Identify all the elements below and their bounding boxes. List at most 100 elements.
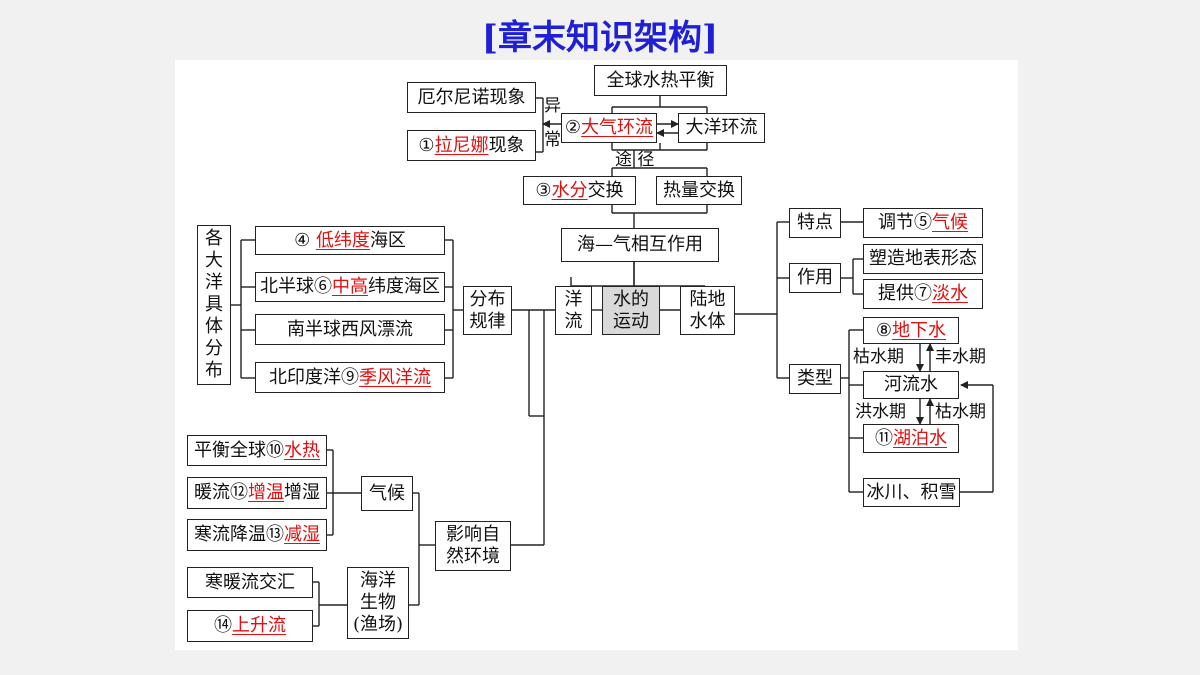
ocean-circulation-box: 大洋环流 (678, 113, 765, 143)
t1-num: ⑧ (875, 319, 893, 341)
motion-line-1: 水的 (613, 288, 649, 310)
c3-answer: 减湿 (284, 524, 320, 545)
glacier-text: 冰川、积雪 (866, 481, 957, 503)
side-char: 大 (205, 250, 223, 271)
dist-item-westerly-drift: 南半球西风漂流 (255, 314, 445, 345)
distribution-side-box: 各 大 洋 具 体 分 布 (197, 225, 231, 385)
func2-prefix: 提供⑦ (878, 283, 932, 304)
bio-line-1: 海洋 (360, 570, 396, 591)
env-line-2: 然环境 (446, 546, 500, 567)
item4-prefix: 北印度洋⑨ (269, 366, 359, 388)
land-line-2: 水体 (689, 310, 726, 332)
c1-prefix: 平衡全球⑩ (194, 439, 284, 461)
side-char: 体 (205, 316, 223, 337)
heat-balance-text: 全球水热平衡 (606, 69, 715, 91)
glacier-box: 冰川、积雪 (863, 478, 960, 507)
marine-bio-box: 海洋 生物 (渔场) (347, 567, 409, 639)
la-nina-num: ① (418, 134, 435, 156)
sea-air-interaction-text: 海—气相互作用 (577, 234, 703, 255)
atmos-num: ② (564, 117, 582, 138)
el-nino-box: 厄尔尼诺现象 (407, 82, 536, 113)
side-char: 各 (205, 228, 223, 249)
bio-effect-1: 寒暖流交汇 (187, 567, 313, 598)
c1-answer: 水热 (284, 439, 320, 461)
heat-exchange-box: 热量交换 (656, 176, 742, 205)
t3-answer: 湖泊水 (893, 427, 947, 449)
t1-answer: 地下水 (892, 319, 947, 341)
water-motion-box: 水的 运动 (602, 286, 660, 335)
dist-item-low-latitude: ④ 低纬度海区 (255, 226, 445, 255)
bio-line-2: 生物 (360, 592, 396, 613)
climate-text: 气候 (369, 482, 405, 504)
feature-answer: 气候 (932, 212, 968, 233)
rule-line-2: 规律 (469, 310, 506, 332)
c2-prefix: 暖流⑫ (194, 482, 248, 503)
flood-season-label-2: 洪水期 (855, 402, 906, 422)
connector-lines (231, 96, 994, 627)
item4-answer: 季风洋流 (359, 366, 431, 388)
water-answer: 水分 (551, 179, 588, 201)
c2-answer: 增温 (248, 482, 284, 503)
item2-suffix: 纬度海区 (368, 276, 440, 297)
motion-line-2: 运动 (613, 310, 649, 332)
sea-air-interaction-box: 海—气相互作用 (561, 228, 719, 262)
distribution-rule-box: 分布 规律 (463, 286, 512, 335)
environment-box: 影响自 然环境 (435, 521, 511, 571)
river-text: 河流水 (884, 374, 938, 395)
water-num: ③ (535, 179, 552, 201)
rule-line-1: 分布 (469, 288, 506, 310)
function-1-box: 塑造地表形态 (863, 244, 983, 274)
c3-prefix: 寒流降温⑬ (194, 524, 284, 545)
side-char: 具 (205, 294, 223, 315)
dry-season-label-1: 枯水期 (853, 347, 904, 367)
ocean-current-box: 洋 流 (555, 286, 592, 335)
item1-answer: 低纬度 (315, 229, 370, 251)
current-line-1: 洋 (564, 288, 583, 310)
type-box: 类型 (789, 364, 841, 394)
la-nina-answer: 拉尼娜 (434, 134, 489, 156)
type-text: 类型 (797, 368, 833, 389)
t3-num: ⑪ (875, 427, 893, 449)
la-nina-suffix: 现象 (488, 134, 525, 156)
item2-prefix: 北半球⑥ (260, 276, 332, 297)
side-char: 布 (205, 360, 223, 381)
atmos-answer: 大气环流 (581, 117, 654, 138)
env-line-1: 影响自 (446, 524, 500, 545)
dry-season-label-2: 枯水期 (935, 402, 986, 422)
feature-box: 特点 (789, 208, 841, 238)
b1-text: 寒暖流交汇 (205, 571, 295, 593)
item1-num: ④ (294, 229, 311, 251)
el-nino-text: 厄尔尼诺现象 (417, 86, 526, 108)
side-char: 洋 (205, 272, 223, 293)
wet-season-label-1: 丰水期 (935, 347, 986, 367)
c2-suffix: 增湿 (284, 482, 320, 503)
feature-text: 特点 (797, 212, 833, 233)
item1-suffix: 海区 (369, 229, 406, 251)
water-suffix: 交换 (587, 179, 624, 201)
b2-num: ⑭ (214, 615, 232, 636)
bio-line-3: (渔场) (352, 614, 404, 635)
current-line-2: 流 (564, 310, 583, 332)
climate-box: 气候 (361, 476, 413, 511)
func1-text: 塑造地表形态 (869, 248, 977, 269)
anomaly-label-1: 异 (544, 96, 561, 116)
page-title: [章末知识架构] (481, 18, 719, 58)
land-line-1: 陆地 (689, 288, 726, 310)
river-box: 河流水 (863, 371, 959, 399)
anomaly-label-2: 常 (544, 130, 561, 150)
function-text: 作用 (797, 267, 833, 288)
